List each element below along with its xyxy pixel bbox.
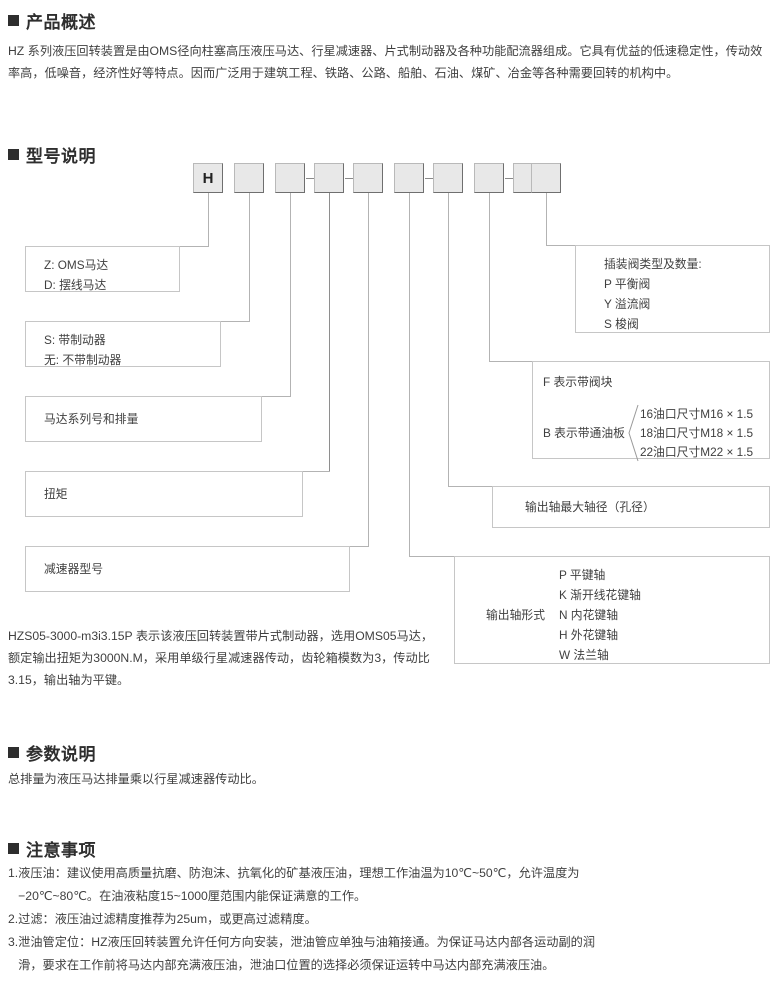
callout-reducer-model: 减速器型号: [25, 546, 350, 592]
code-dash-2: [345, 178, 353, 179]
cartridge-valve-item-0: P 平衡阀: [604, 277, 651, 291]
valve-block-brace-items: 16油口尺寸M16 × 1.5 18油口尺寸M18 × 1.5 22油口尺寸M2…: [640, 405, 753, 462]
callout-shaft-diameter: 输出轴最大轴径（孔径）: [492, 486, 770, 528]
code-box-3[interactable]: [275, 163, 305, 193]
callout-cartridge-valve: 插装阀类型及数量: P 平衡阀 Y 溢流阀 S 梭阀: [575, 245, 770, 333]
note-text-3: 泄油管定位：HZ液压回转装置允许任何方向安装，泄油管应单独与油箱接通。为保证马达…: [18, 935, 596, 972]
left-brace-icon: [628, 404, 639, 462]
connector-box3-v: [290, 193, 291, 396]
shaft-form-item-1: K 渐开线花键轴: [559, 588, 641, 602]
connector-box8-v: [489, 193, 490, 361]
callout-valve-block: F 表示带阀块 B 表示带通油板 16油口尺寸M16 × 1.5 18油口尺寸M…: [532, 361, 770, 462]
code-box-4[interactable]: [314, 163, 344, 193]
overview-paragraph: HZ 系列液压回转装置是由OMS径向柱塞高压液压马达、行星减速器、片式制动器及各…: [8, 44, 763, 80]
model-title: 型号说明: [26, 147, 96, 166]
torque-label: 扭矩: [44, 487, 68, 501]
connector-box1-v: [208, 193, 209, 246]
code-dash-1: [306, 178, 314, 179]
connector-box10-h: [546, 245, 575, 246]
callout-motor-series: 马达系列号和排量: [25, 396, 262, 442]
code-box-6[interactable]: [394, 163, 424, 193]
bullet-square-icon: [8, 843, 19, 854]
callout-brake: S: 带制动器 无: 不带制动器: [25, 321, 221, 367]
parameters-paragraph: 总排量为液压马达排量乘以行星减速器传动比。: [8, 772, 264, 786]
valve-block-line-f: F 表示带阀块: [543, 375, 613, 389]
valve-block-brace-group: B 表示带通油板 16油口尺寸M16 × 1.5 18油口尺寸M18 × 1.5…: [543, 404, 769, 462]
shaft-form-group: 输出轴形式 P 平键轴 K 渐开线花键轴 N 内花键轴 H 外花键轴 W 法兰轴: [467, 565, 769, 665]
reducer-model-label: 减速器型号: [44, 562, 103, 576]
connector-box4-v: [329, 193, 330, 471]
code-box-5[interactable]: [353, 163, 383, 193]
bullet-square-icon: [8, 747, 19, 758]
overview-section-header: 产品概述: [8, 8, 96, 33]
brace-item-1: 18油口尺寸M18 × 1.5: [639, 425, 754, 440]
connector-box7-v: [448, 193, 449, 486]
code-dash-3: [425, 178, 433, 179]
motor-type-line-1: Z: OMS马达: [44, 258, 109, 272]
note-number-2: 2.: [8, 912, 19, 926]
brake-line-1: S: 带制动器: [44, 333, 106, 347]
shaft-form-item-4: W 法兰轴: [559, 648, 609, 662]
code-box-2[interactable]: [234, 163, 264, 193]
parameters-title: 参数说明: [26, 745, 96, 764]
connector-box10-v: [546, 193, 547, 245]
brace-item-0: 16油口尺寸M16 × 1.5: [639, 406, 754, 421]
callout-motor-type: Z: OMS马达 D: 摆线马达: [25, 246, 180, 292]
note-item: 2. 过滤：液压油过滤精度推荐为25um，或更高过滤精度。: [8, 908, 608, 931]
shaft-form-item-3: H 外花键轴: [559, 628, 618, 642]
note-item: 3. 泄油管定位：HZ液压回转装置允许任何方向安装，泄油管应单独与油箱接通。为保…: [8, 931, 608, 977]
cartridge-valve-item-2: S 梭阀: [604, 317, 639, 331]
notes-list: 1. 液压油：建议使用高质量抗磨、防泡沫、抗氧化的矿基液压油，理想工作油温为10…: [8, 862, 608, 977]
parameters-section-header: 参数说明: [8, 740, 96, 765]
code-box-1[interactable]: H: [193, 163, 223, 193]
motor-type-line-2: D: 摆线马达: [44, 278, 107, 292]
code-box-1-label: H: [202, 169, 214, 187]
valve-block-line-b: B 表示带通油板: [543, 426, 625, 440]
note-text-2: 过滤：液压油过滤精度推荐为25um，或更高过滤精度。: [18, 912, 317, 926]
note-number-1: 1.: [8, 866, 19, 880]
motor-series-label: 马达系列号和排量: [44, 412, 139, 426]
cartridge-valve-item-1: Y 溢流阀: [604, 297, 651, 311]
callout-shaft-form: 输出轴形式 P 平键轴 K 渐开线花键轴 N 内花键轴 H 外花键轴 W 法兰轴: [454, 556, 770, 664]
model-example-note: HZS05-3000-m3i3.15P 表示该液压回转装置带片式制动器，选用OM…: [8, 629, 434, 687]
notes-title: 注意事项: [26, 841, 96, 860]
brake-line-2: 无: 不带制动器: [44, 353, 122, 367]
connector-box6-h: [409, 556, 454, 557]
note-item: 1. 液压油：建议使用高质量抗磨、防泡沫、抗氧化的矿基液压油，理想工作油温为10…: [8, 862, 608, 908]
code-dash-4: [505, 178, 513, 179]
connector-box2-v: [249, 193, 250, 321]
bullet-square-icon: [8, 149, 19, 160]
code-box-7[interactable]: [433, 163, 463, 193]
shaft-form-label: 输出轴形式: [486, 608, 545, 622]
note-text-1: 液压油：建议使用高质量抗磨、防泡沫、抗氧化的矿基液压油，理想工作油温为10℃~5…: [18, 866, 580, 903]
shaft-form-item-2: N 内花键轴: [559, 608, 618, 622]
overview-title: 产品概述: [26, 13, 96, 32]
connector-box5-v: [368, 193, 369, 546]
brace-item-2: 22油口尺寸M22 × 1.5: [639, 444, 754, 459]
connector-box7-h: [448, 486, 492, 487]
bullet-square-icon: [8, 15, 19, 26]
code-box-8[interactable]: [474, 163, 504, 193]
shaft-form-item-0: P 平键轴: [559, 568, 606, 582]
model-section-header: 型号说明: [8, 142, 96, 167]
note-number-3: 3.: [8, 935, 19, 949]
connector-box6-v: [409, 193, 410, 556]
shaft-form-items: P 平键轴 K 渐开线花键轴 N 内花键轴 H 外花键轴 W 法兰轴: [559, 565, 641, 665]
code-box-10[interactable]: [531, 163, 561, 193]
callout-torque: 扭矩: [25, 471, 303, 517]
cartridge-valve-title: 插装阀类型及数量:: [604, 257, 702, 271]
shaft-diameter-label: 输出轴最大轴径（孔径）: [525, 500, 655, 514]
connector-box8-h: [489, 361, 532, 362]
notes-section-header: 注意事项: [8, 836, 96, 861]
